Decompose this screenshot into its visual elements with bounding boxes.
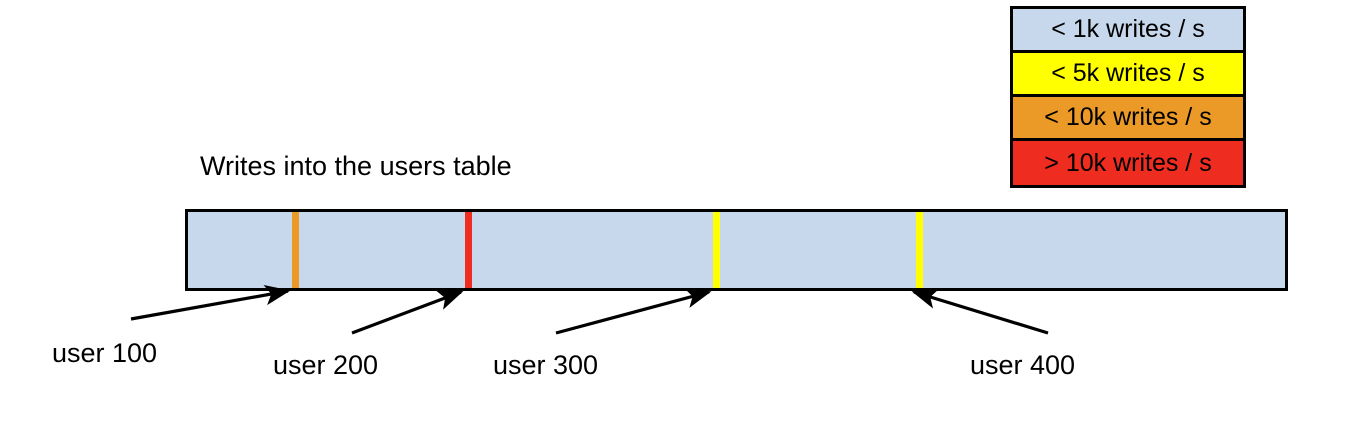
arrow-user-300 [555,288,712,335]
legend-item-lt-5k: < 5k writes / s [1013,53,1243,97]
legend-item-label: < 1k writes / s [1051,15,1205,43]
users-table-keyspace-bar [185,209,1288,291]
label-user-100: user 100 [52,338,158,368]
user-100-marker [292,212,299,288]
chart-caption: Writes into the users table [200,151,512,181]
legend-item-lt-10k: < 10k writes / s [1013,97,1243,141]
label-user-200: user 200 [273,350,379,380]
legend-item-lt-1k: < 1k writes / s [1013,9,1243,53]
user-300-marker [713,212,720,288]
label-user-400: user 400 [970,350,1076,380]
legend-item-label: < 10k writes / s [1044,103,1212,131]
label-user-300: user 300 [493,350,599,380]
arrow-user-100 [130,284,291,321]
legend-item-gt-10k: > 10k writes / s [1013,141,1243,185]
user-200-marker [465,212,472,288]
arrow-user-200 [351,290,464,335]
legend-item-label: > 10k writes / s [1044,148,1212,177]
user-400-marker [916,212,923,288]
legend-item-label: < 5k writes / s [1051,59,1205,87]
arrow-user-400 [911,288,1049,335]
write-rate-legend: < 1k writes / s < 5k writes / s < 10k wr… [1010,6,1246,188]
